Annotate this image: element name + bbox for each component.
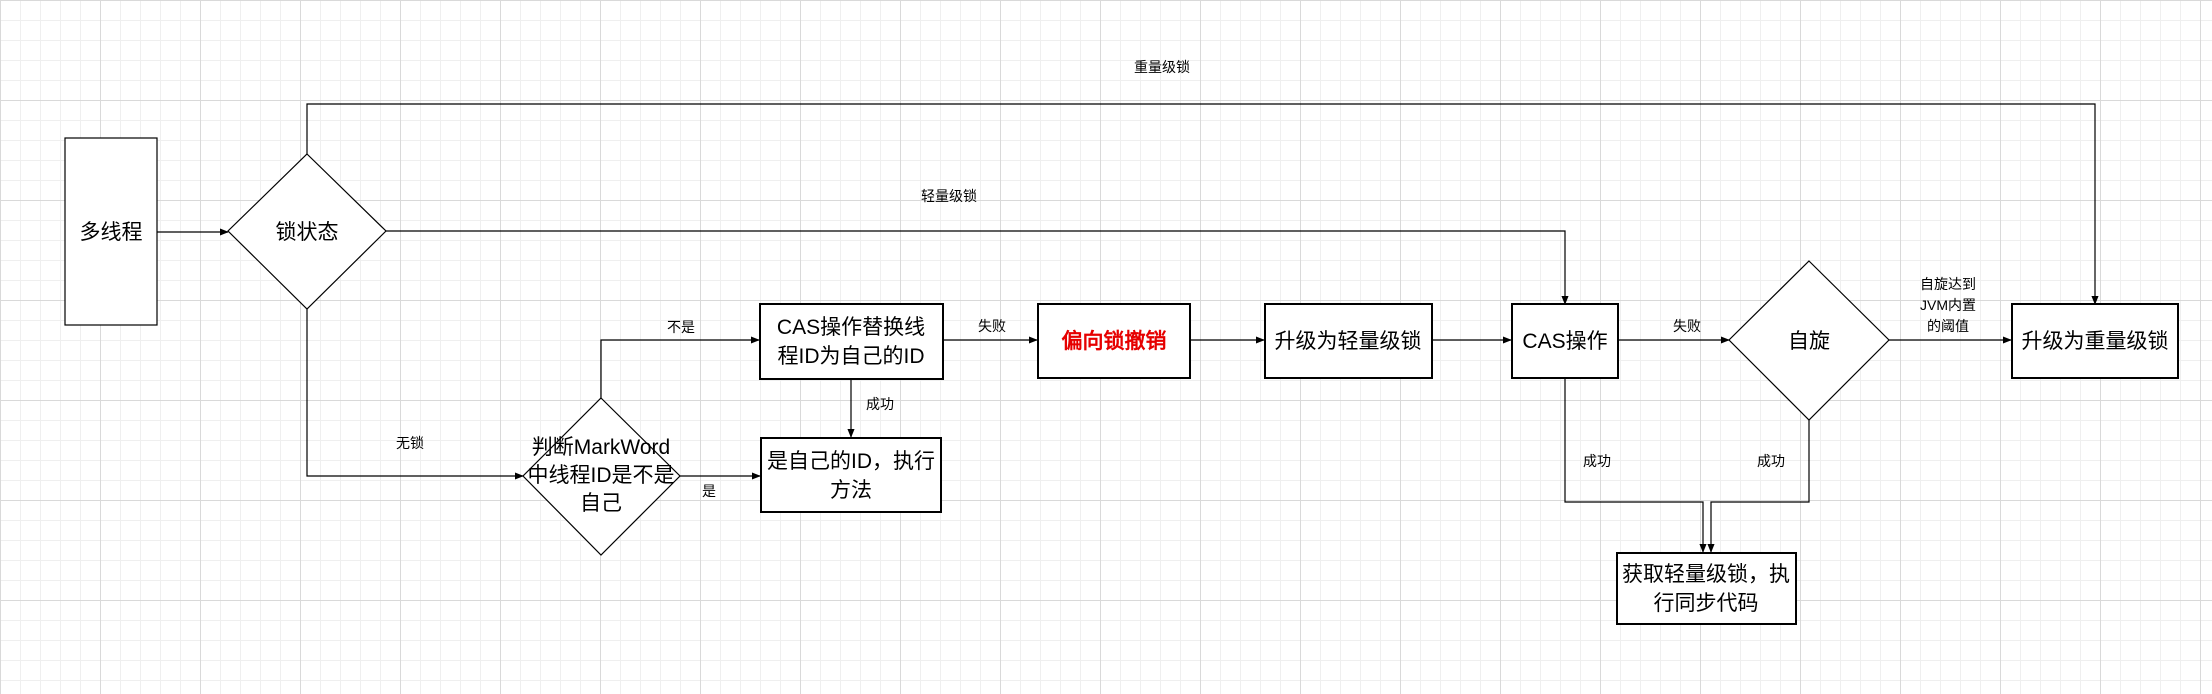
label-spin-threshold-line2: JVM内置	[1920, 297, 1976, 313]
node-spin-label: 自旋	[1788, 330, 1830, 353]
node-multithread-label: 多线程	[80, 221, 143, 244]
node-acquire-light-line2: 行同步代码	[1654, 592, 1759, 615]
node-check-markword-line3: 自己	[580, 492, 622, 515]
label-not-self: 不是	[667, 319, 695, 335]
node-bias-revoke: 偏向锁撤销	[1037, 303, 1191, 379]
label-no-lock: 无锁	[396, 435, 424, 451]
node-spin: 自旋	[1728, 260, 1890, 421]
label-success-1: 成功	[866, 396, 894, 412]
node-own-id-execute: 是自己的ID，执行 方法	[760, 437, 942, 513]
edge-no-lock	[306, 309, 524, 480]
node-check-markword-line2: 中线程ID是不是	[528, 464, 675, 487]
label-fail-1: 失败	[978, 318, 1006, 334]
node-lock-state-label: 锁状态	[276, 221, 339, 244]
edge-spin-success-to-acquire	[1707, 420, 1810, 553]
node-cas-replace-line2: 程ID为自己的ID	[778, 345, 925, 368]
edge-light-lock	[386, 230, 1569, 305]
edge-cas-success-to-acquire	[1564, 378, 1707, 553]
node-acquire-light: 获取轻量级锁，执 行同步代码	[1616, 552, 1797, 625]
node-multithread: 多线程	[64, 137, 158, 326]
node-check-markword-line1: 判断MarkWord	[532, 436, 670, 459]
edge-labels: 重量级锁 轻量级锁 无锁 不是 是 失败 成功 失败 成功 成功 自旋达到 JV…	[396, 59, 1976, 499]
label-is-self: 是	[702, 483, 716, 499]
node-upgrade-heavy: 升级为重量级锁	[2011, 303, 2179, 379]
node-acquire-light-line1: 获取轻量级锁，执	[1622, 563, 1790, 586]
node-upgrade-light-label: 升级为轻量级锁	[1275, 330, 1422, 353]
label-light-lock: 轻量级锁	[921, 188, 977, 204]
label-fail-2: 失败	[1673, 318, 1701, 334]
node-lock-state: 锁状态	[227, 153, 387, 310]
label-heavy-lock: 重量级锁	[1134, 59, 1190, 75]
node-own-id-execute-line1: 是自己的ID，执行	[767, 450, 935, 473]
node-cas-op: CAS操作	[1511, 303, 1619, 379]
node-cas-replace: CAS操作替换线 程ID为自己的ID	[759, 303, 944, 380]
label-spin-threshold-line3: 的阈值	[1927, 318, 1969, 334]
label-success-spin: 成功	[1757, 453, 1785, 469]
label-success-cas: 成功	[1583, 453, 1611, 469]
node-upgrade-heavy-label: 升级为重量级锁	[2022, 330, 2169, 353]
node-bias-revoke-label: 偏向锁撤销	[1062, 329, 1167, 353]
node-cas-op-label: CAS操作	[1522, 330, 1607, 353]
edge-not-self	[600, 336, 760, 398]
edge-heavy-lock	[306, 103, 2099, 305]
node-cas-replace-line1: CAS操作替换线	[777, 316, 925, 339]
edges	[157, 103, 2099, 553]
node-check-markword: 判断MarkWord 中线程ID是不是 自己	[522, 397, 681, 556]
node-own-id-execute-line2: 方法	[830, 479, 872, 502]
node-upgrade-light: 升级为轻量级锁	[1264, 303, 1433, 379]
label-spin-threshold-line1: 自旋达到	[1920, 276, 1976, 292]
